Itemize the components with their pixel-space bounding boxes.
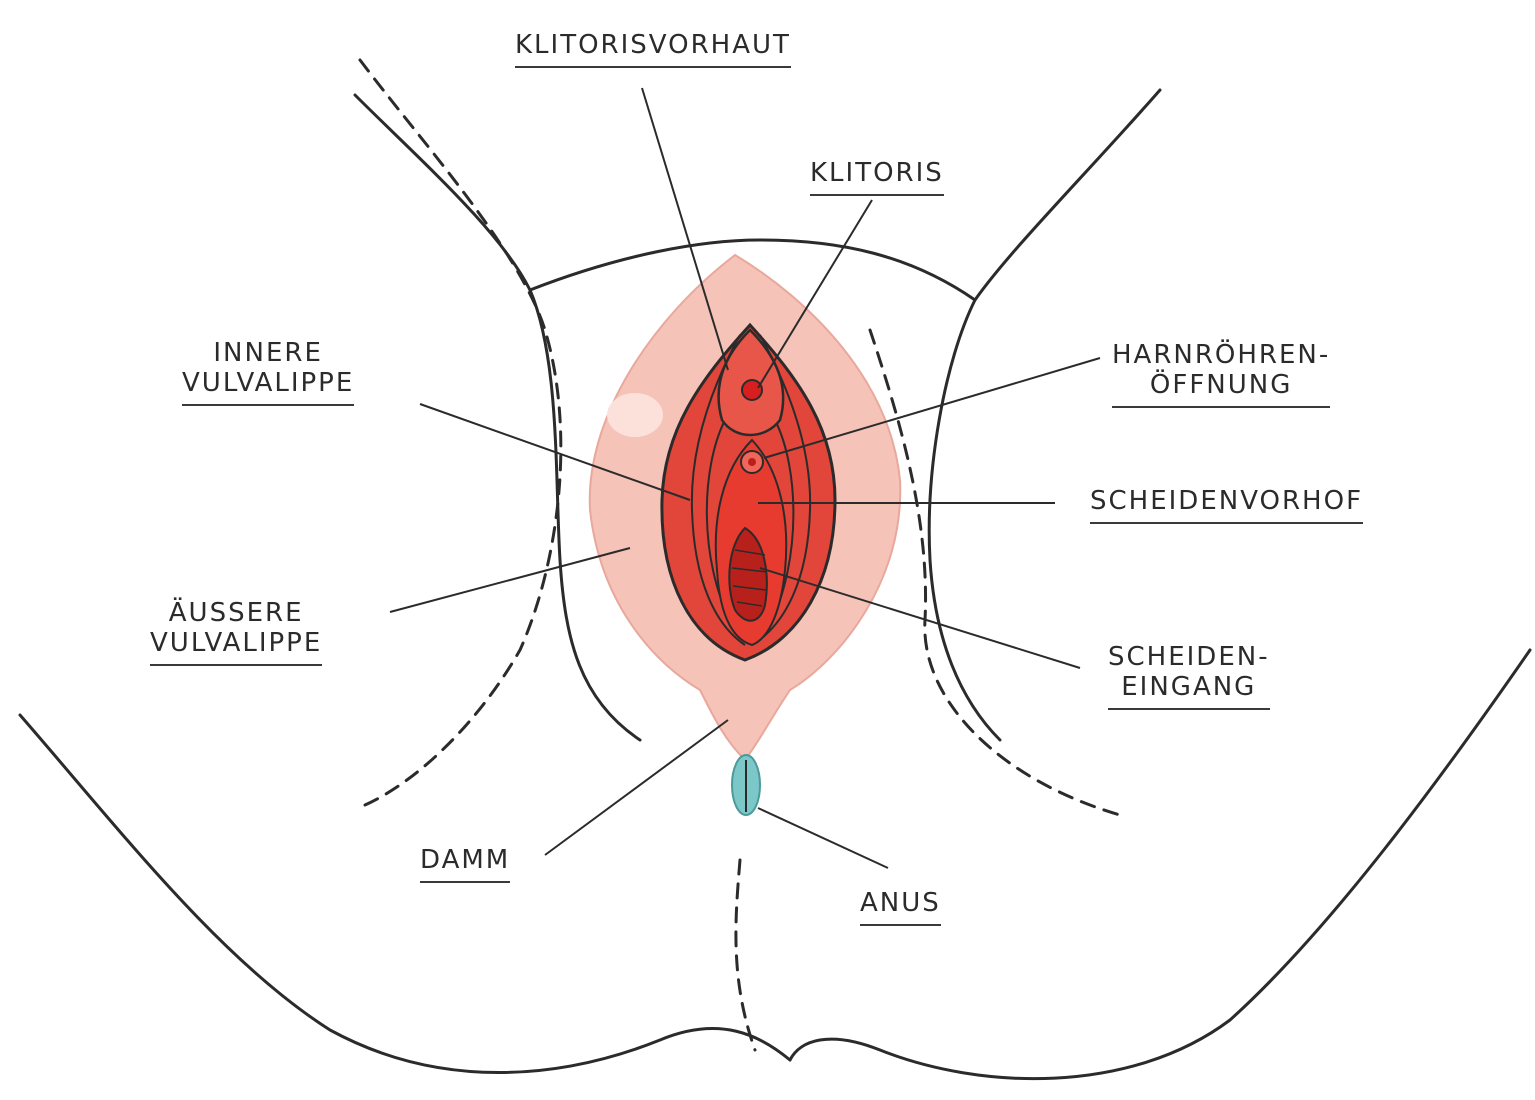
buttocks-right-contour — [790, 650, 1530, 1079]
label-klitoris: KLITORIS — [810, 158, 944, 196]
gluteal-cleft-dashed-line — [736, 860, 755, 1050]
label-harnroehrenoeffnung: HARNRÖHREN- ÖFFNUNG — [1112, 340, 1330, 408]
label-scheideneingang: SCHEIDEN- EINGANG — [1108, 642, 1270, 710]
outer-lip-highlight — [607, 393, 663, 437]
leader-aeussere-vulvalippe — [390, 548, 630, 612]
leader-damm — [545, 720, 728, 855]
leader-anus — [758, 808, 888, 868]
left-thigh-contour — [355, 95, 640, 740]
label-aeussere-vulvalippe: ÄUßERE VULVALIPPE — [150, 598, 322, 666]
label-anus: ANUS — [860, 888, 941, 926]
label-innere-vulvalippe: INNERE VULVALIPPE — [182, 338, 354, 406]
label-damm: DAMM — [420, 845, 510, 883]
buttocks-left-contour — [20, 715, 790, 1073]
right-groin-dashed-line — [870, 330, 1120, 815]
left-groin-dashed-line — [360, 60, 561, 805]
clitoris-shape — [742, 380, 762, 400]
label-scheidenvorhof: SCHEIDENVORHOF — [1090, 486, 1363, 524]
label-klitorisvorhaut: KLITORISVORHAUT — [515, 30, 791, 68]
